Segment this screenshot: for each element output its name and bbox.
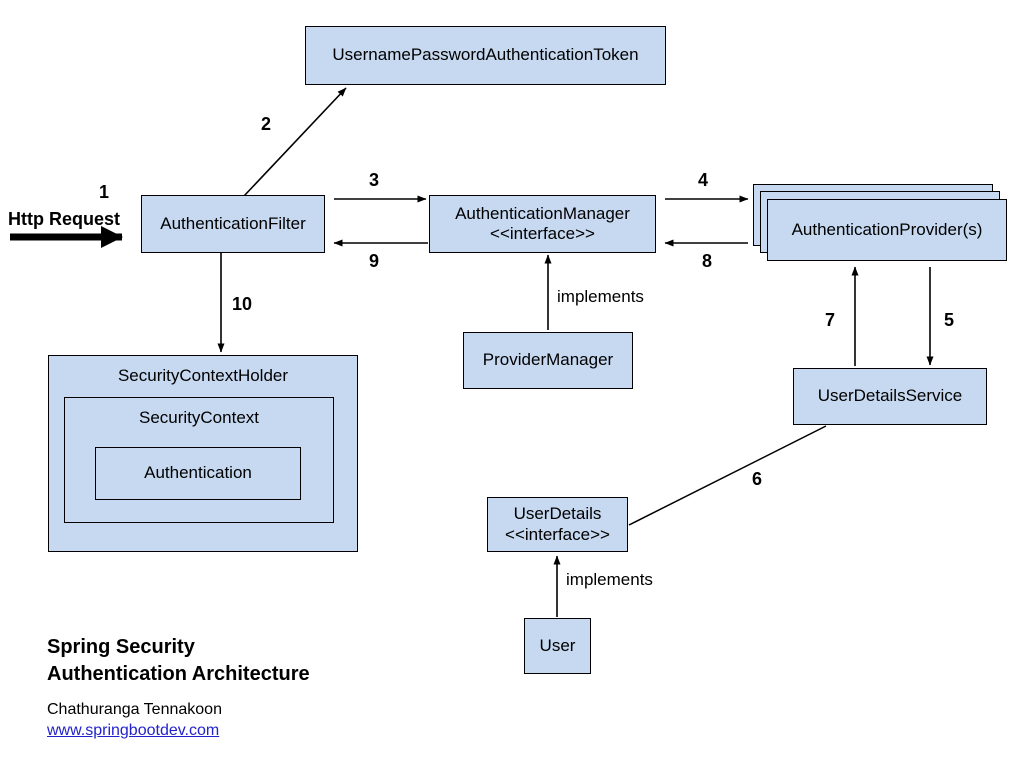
node-user-details-service[interactable]: UserDetailsService [793, 368, 987, 425]
page-title-line1: Spring Security [47, 636, 195, 658]
website-link[interactable]: www.springbootdev.com [47, 721, 220, 739]
title-block: Spring Security Authentication Architect… [47, 634, 310, 742]
edge-label-3: 3 [369, 170, 380, 190]
edge-6 [628, 425, 827, 526]
node-provider-manager[interactable]: ProviderManager [463, 332, 633, 389]
edge-label-http-request: Http Request [8, 209, 120, 229]
node-authentication[interactable]: Authentication [95, 447, 301, 500]
edge-label-6: 6 [752, 469, 763, 489]
edge-label-implements-provider-manager: implements [557, 287, 644, 306]
node-authentication-provider[interactable]: AuthenticationProvider(s) [767, 199, 1007, 261]
page-title-line2: Authentication Architecture [47, 663, 310, 685]
edge-label-5: 5 [944, 310, 955, 330]
node-authentication-filter[interactable]: AuthenticationFilter [141, 195, 325, 253]
node-authentication-manager[interactable]: AuthenticationManager <<interface>> [429, 195, 656, 253]
edge-label-9: 9 [369, 251, 380, 271]
edge-label-implements-user: implements [566, 570, 653, 589]
edge-label-4: 4 [698, 170, 709, 190]
edge-label-10: 10 [232, 294, 253, 314]
node-username-password-authentication-token[interactable]: UsernamePasswordAuthenticationToken [305, 26, 666, 85]
edge-label-8: 8 [702, 251, 713, 271]
author-name: Chathuranga Tennakoon [47, 701, 222, 718]
edge-label-1: 1 [99, 182, 110, 202]
node-user[interactable]: User [524, 618, 591, 674]
edge-label-2: 2 [261, 114, 272, 134]
node-user-details[interactable]: UserDetails <<interface>> [487, 497, 628, 552]
edge-2 [243, 87, 347, 197]
edge-label-7: 7 [825, 310, 836, 330]
